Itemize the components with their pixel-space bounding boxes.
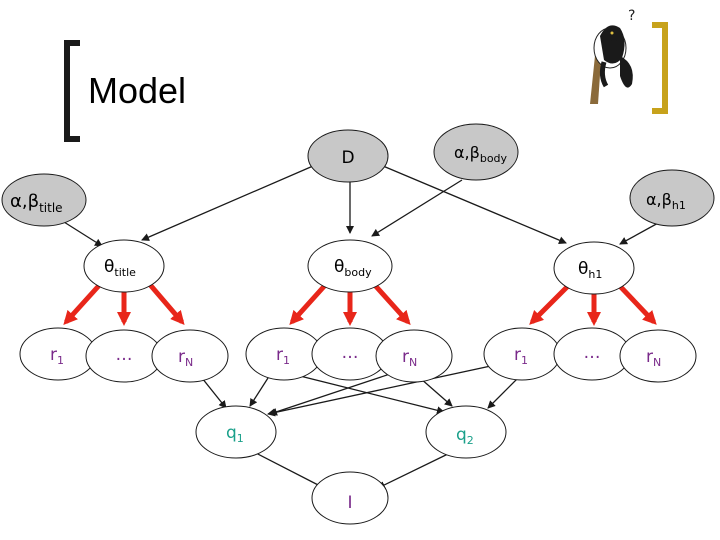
edge-d-to-theta-title <box>141 165 314 241</box>
node-alpha-beta-body: α,βbody <box>433 123 519 181</box>
node-q2-sub: 2 <box>467 434 474 447</box>
node-alpha-beta-h1: α,βh1 <box>629 169 715 227</box>
svg-text:rN: rN <box>178 347 193 369</box>
red-arrow-body-rN <box>370 280 411 325</box>
red-arrows <box>63 278 657 326</box>
node-rN-body-main: r <box>402 347 409 367</box>
red-arrow-title-rN <box>144 278 185 326</box>
slide-title: Model <box>88 70 187 111</box>
node-r1-body: r1 <box>245 327 323 381</box>
node-rN-title-main: r <box>178 347 185 367</box>
edge-abbody-to-theta-body <box>371 179 463 237</box>
edge-abtitle-to-theta-title <box>63 221 103 247</box>
node-alpha-beta-title-main: α,β <box>10 191 39 212</box>
edge-rN-body-to-q1 <box>269 373 391 416</box>
node-rN-body-sub: N <box>409 356 417 369</box>
node-rN-h1-sub: N <box>653 356 661 369</box>
edge-d-to-theta-h1 <box>382 165 567 244</box>
node-ellipsis-h1: … <box>553 327 631 381</box>
svg-text:r1: r1 <box>50 345 64 367</box>
edge-r1-body-to-q1 <box>249 377 269 407</box>
edge-q2-to-i <box>377 451 453 489</box>
node-r1-title-main: r <box>50 345 57 365</box>
node-theta-h1-sub: h1 <box>588 268 602 281</box>
node-alpha-beta-title: α,βtitle <box>1 173 87 227</box>
node-r1-h1: r1 <box>483 327 561 381</box>
svg-text:α,βh1: α,βh1 <box>646 190 686 212</box>
edge-rN-title-to-q1 <box>201 377 227 409</box>
edge-r1-h1-to-q2 <box>487 377 519 409</box>
svg-text:q2: q2 <box>456 425 474 447</box>
node-ellipsis-h1-label: … <box>584 343 601 363</box>
node-alpha-beta-title-sub: title <box>39 201 62 215</box>
node-rN-h1-main: r <box>646 347 653 367</box>
node-theta-body-main: θ <box>334 257 344 277</box>
node-theta-title: θtitle <box>83 239 165 293</box>
node-d: D <box>307 129 389 183</box>
node-r1-h1-main: r <box>514 345 521 365</box>
black-edges <box>63 165 661 489</box>
node-theta-body: θbody <box>307 239 393 293</box>
node-q1-sub: 1 <box>237 432 244 445</box>
node-i: I <box>311 471 389 525</box>
node-theta-title-sub: title <box>114 266 136 279</box>
edge-abh1-to-theta-h1 <box>619 221 661 245</box>
svg-text:?: ? <box>628 8 635 24</box>
node-ellipsis-title: … <box>85 329 163 383</box>
node-q1: q1 <box>195 405 277 459</box>
node-d-label: D <box>341 148 354 168</box>
svg-text:q1: q1 <box>226 423 244 445</box>
svg-text:r1: r1 <box>276 345 290 367</box>
node-alpha-beta-body-main: α,β <box>454 143 480 162</box>
red-arrow-body-r1 <box>289 280 330 325</box>
node-ellipsis-title-label: … <box>116 345 133 365</box>
node-rN-h1: rN <box>619 329 697 383</box>
left-bracket <box>64 40 80 142</box>
edge-q1-to-i <box>249 449 325 489</box>
node-q2: q2 <box>425 405 507 459</box>
node-rN-body: rN <box>375 329 453 383</box>
svg-text:θbody: θbody <box>334 257 372 279</box>
edge-r1-h1-to-q1 <box>267 363 501 417</box>
red-arrow-title-r1 <box>63 278 106 325</box>
svg-text:r1: r1 <box>514 345 528 367</box>
node-rN-title-sub: N <box>185 356 193 369</box>
node-i-label: I <box>347 493 352 513</box>
red-arrow-h1-r1 <box>529 280 574 325</box>
right-bracket <box>652 22 668 114</box>
node-alpha-beta-h1-sub: h1 <box>672 199 686 212</box>
node-r1-h1-sub: 1 <box>521 354 528 367</box>
node-theta-body-sub: body <box>344 266 372 279</box>
svg-text:rN: rN <box>402 347 417 369</box>
node-alpha-beta-h1-main: α,β <box>646 190 672 209</box>
node-r1-body-sub: 1 <box>283 354 290 367</box>
node-r1-title: r1 <box>19 327 97 381</box>
edge-r1-body-to-q2 <box>299 375 445 415</box>
node-theta-h1-main: θ <box>578 259 588 279</box>
node-q1-main: q <box>226 423 237 443</box>
node-q2-main: q <box>456 425 467 445</box>
lemur-icon: ? <box>590 8 635 104</box>
svg-text:rN: rN <box>646 347 661 369</box>
node-rN-title: rN <box>151 329 229 383</box>
node-theta-title-main: θ <box>104 257 114 277</box>
node-alpha-beta-body-sub: body <box>480 152 508 165</box>
svg-text:θh1: θh1 <box>578 259 602 281</box>
svg-text:α,βbody: α,βbody <box>454 143 508 165</box>
node-r1-body-main: r <box>276 345 283 365</box>
edge-rN-body-to-q2 <box>419 377 453 407</box>
svg-text:θtitle: θtitle <box>104 257 136 279</box>
node-ellipsis-body-label: … <box>342 343 359 363</box>
red-arrow-h1-rN <box>614 280 657 325</box>
node-ellipsis-body: … <box>311 327 389 381</box>
svg-text:α,βtitle: α,βtitle <box>10 191 63 215</box>
node-theta-h1: θh1 <box>553 241 635 295</box>
node-r1-title-sub: 1 <box>57 354 64 367</box>
